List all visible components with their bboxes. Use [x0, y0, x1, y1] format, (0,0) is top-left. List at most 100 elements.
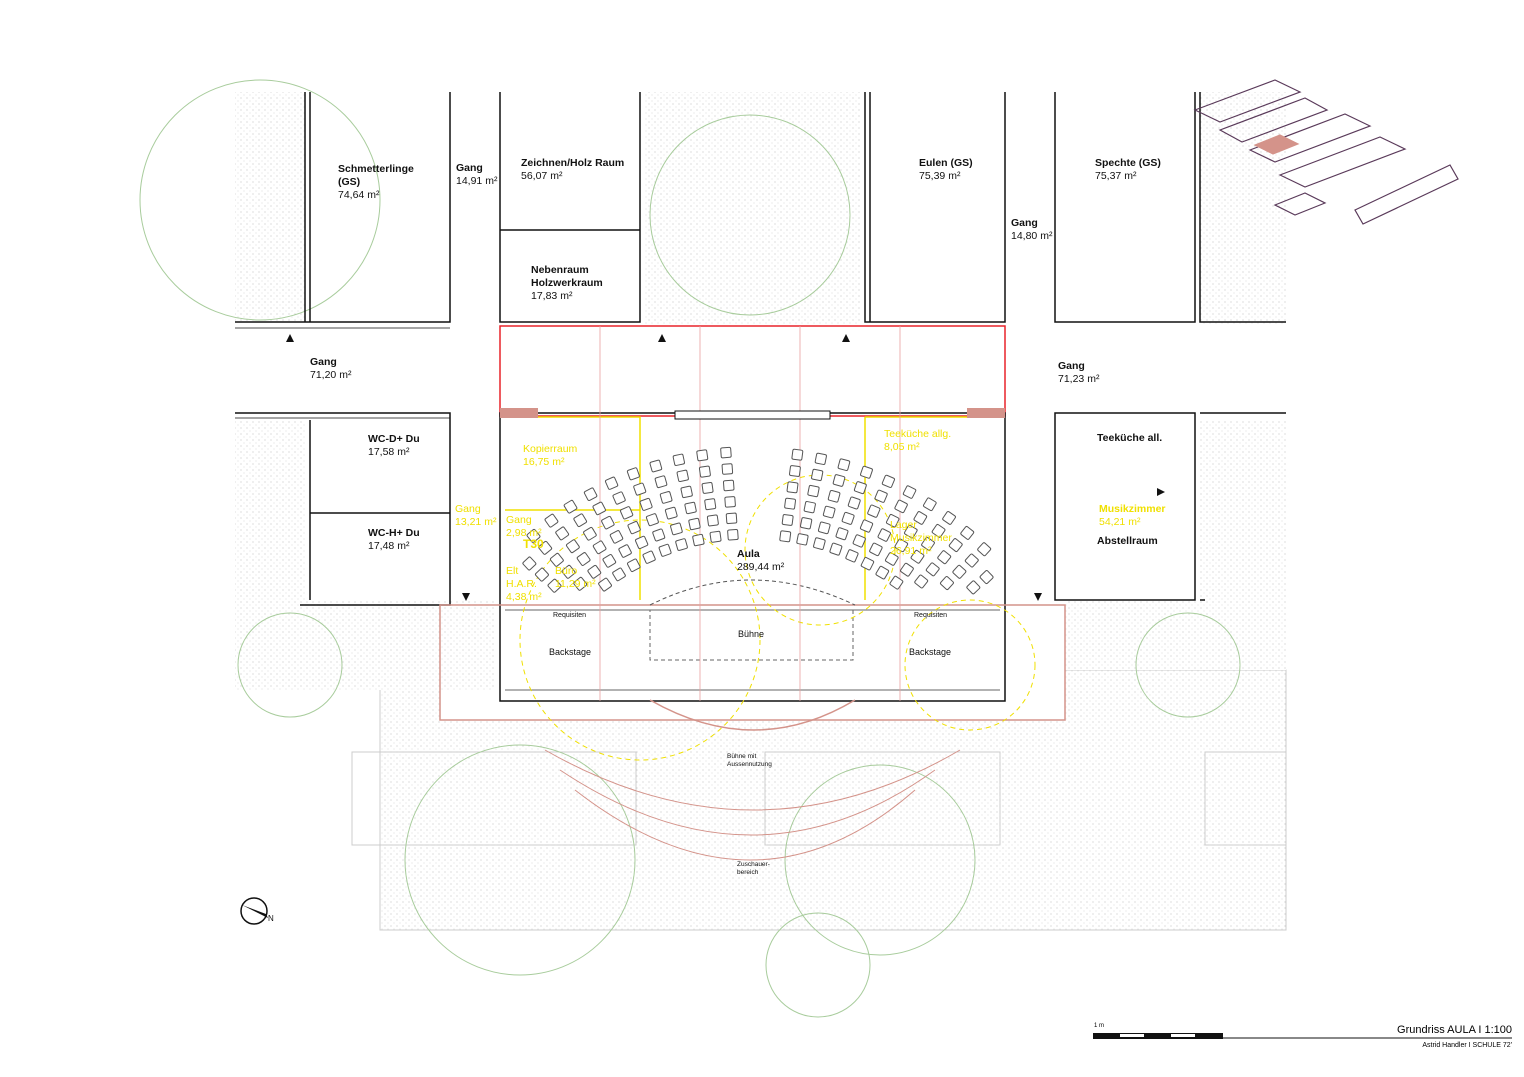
- room-name: Zeichnen/Holz Raum: [521, 157, 625, 169]
- room-label: Elt H.A.R.4,38 m²: [506, 565, 546, 604]
- seat: [627, 558, 641, 572]
- seat: [709, 530, 722, 543]
- room-name: Lager Musikzimmer: [890, 519, 952, 544]
- seat: [618, 544, 632, 558]
- room-name: Abstellraum: [1097, 535, 1158, 547]
- seat: [817, 521, 831, 535]
- seat: [573, 513, 588, 528]
- seat: [658, 543, 672, 557]
- seat: [860, 465, 873, 479]
- seat: [627, 521, 641, 535]
- seat: [698, 465, 711, 478]
- requisiten-right-label: Requisiten: [914, 612, 948, 619]
- seat: [592, 540, 607, 555]
- seat: [659, 491, 673, 504]
- seat: [725, 512, 738, 525]
- room-label: Abstellraum: [1097, 535, 1158, 548]
- author-credit: Astrid Handler I SCHULE 72': [1422, 1042, 1512, 1049]
- entrance-arrow-icon: [1034, 593, 1042, 601]
- seating: [522, 446, 994, 595]
- seat: [561, 564, 576, 579]
- room-name: Gang: [1058, 360, 1085, 372]
- seat: [964, 553, 979, 568]
- audience-area-label: Zuschauer-bereich: [737, 861, 770, 876]
- seat: [931, 524, 946, 538]
- room-area: 26,91 m²: [890, 545, 932, 557]
- seat: [835, 527, 849, 541]
- seat: [852, 534, 866, 548]
- seat: [914, 574, 929, 589]
- room-name: Büro: [555, 565, 578, 577]
- seat: [847, 496, 861, 510]
- seat: [609, 530, 624, 544]
- seat: [583, 487, 598, 501]
- seat: [692, 533, 705, 547]
- room-area: 2,98 m²: [506, 527, 542, 539]
- room-area: 17,83 m²: [531, 290, 573, 302]
- seat: [948, 538, 963, 552]
- drawing-title: Grundriss AULA I 1:100: [1397, 1024, 1512, 1036]
- room-label: Eulen (GS)75,39 m²: [919, 157, 973, 183]
- seat: [684, 501, 697, 515]
- seat: [789, 465, 801, 477]
- seat: [791, 448, 804, 461]
- room-label: Spechte (GS)75,37 m²: [1095, 157, 1161, 183]
- seat: [832, 474, 846, 487]
- room-area: 14,91 m²: [456, 175, 498, 187]
- seat: [727, 529, 739, 541]
- tree-icon: [237, 612, 343, 718]
- seat: [902, 485, 917, 499]
- seat: [620, 506, 634, 520]
- seat: [977, 542, 992, 557]
- backstage-right-label: Backstage: [909, 647, 952, 657]
- room-area: 17,48 m²: [368, 540, 410, 552]
- room-name: Gang: [310, 356, 337, 368]
- seat: [626, 467, 640, 481]
- seat: [877, 528, 891, 542]
- seat: [721, 463, 734, 475]
- room-area: 74,64 m²: [338, 189, 380, 201]
- seat: [966, 580, 981, 595]
- tree-icon: [1135, 612, 1241, 718]
- aula-structure: [439, 325, 1066, 861]
- seat: [701, 481, 714, 494]
- north-arrow-icon: [240, 897, 268, 925]
- room-name: Teeküche allg.: [884, 428, 952, 440]
- seat: [875, 565, 890, 580]
- seat: [894, 499, 908, 514]
- room-name: Gang: [456, 162, 483, 174]
- seat: [544, 513, 559, 528]
- seat: [913, 511, 928, 525]
- entrance-arrow-icon: [658, 334, 666, 342]
- seat: [645, 513, 659, 527]
- seat: [886, 514, 900, 528]
- stairs-arrow-icon: [1157, 488, 1165, 496]
- seat: [642, 550, 656, 564]
- seat: [612, 491, 626, 505]
- seat: [894, 538, 909, 553]
- seat: [829, 542, 843, 556]
- room-area: 17,58 m²: [368, 446, 410, 458]
- seat: [779, 530, 792, 543]
- seat: [874, 489, 888, 503]
- seat: [921, 536, 935, 551]
- seat: [925, 562, 940, 577]
- entrance-arrow-icon: [462, 593, 470, 601]
- stage-label: Bühne: [738, 629, 765, 639]
- room-name: WC-D+ Du: [368, 433, 420, 445]
- room-label: Teeküche all.: [1097, 432, 1162, 445]
- seat: [803, 501, 816, 514]
- room-name: Gang: [1011, 217, 1038, 229]
- room-area: 8,05 m²: [884, 441, 920, 453]
- room-name: WC-H+ Du: [368, 527, 420, 539]
- room-name: Elt H.A.R.: [506, 565, 537, 590]
- seat: [670, 522, 683, 536]
- seat: [781, 514, 794, 526]
- seat: [720, 446, 732, 459]
